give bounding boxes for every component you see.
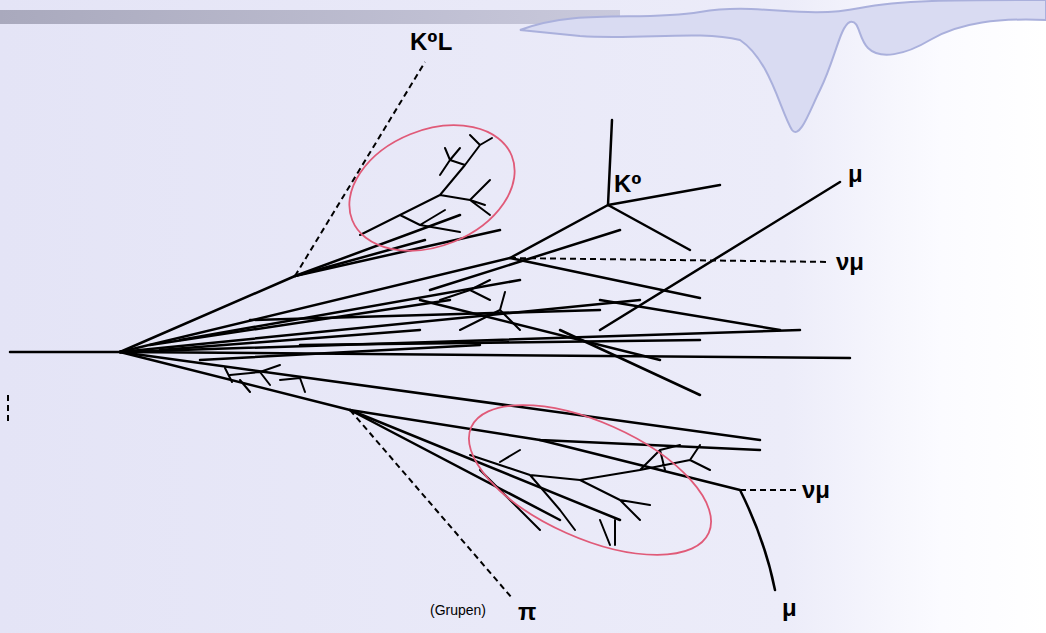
particle-label: νμ: [836, 250, 864, 274]
particle-label: νμ: [802, 478, 830, 502]
particle-label: μ: [848, 162, 863, 186]
particle-label: K⁰L: [410, 30, 453, 54]
hadron-tracks: [10, 120, 850, 590]
header-bar: [0, 10, 620, 24]
neutral-tracks: [8, 62, 830, 598]
particle-label: K⁰: [614, 172, 642, 196]
header-wave: [520, 0, 1046, 132]
highlight-ellipse: [331, 102, 733, 586]
particle-label: π: [518, 600, 536, 624]
particle-label: μ: [782, 596, 797, 620]
source-caption: (Grupen): [430, 603, 486, 617]
cascade-branches: [225, 135, 710, 545]
